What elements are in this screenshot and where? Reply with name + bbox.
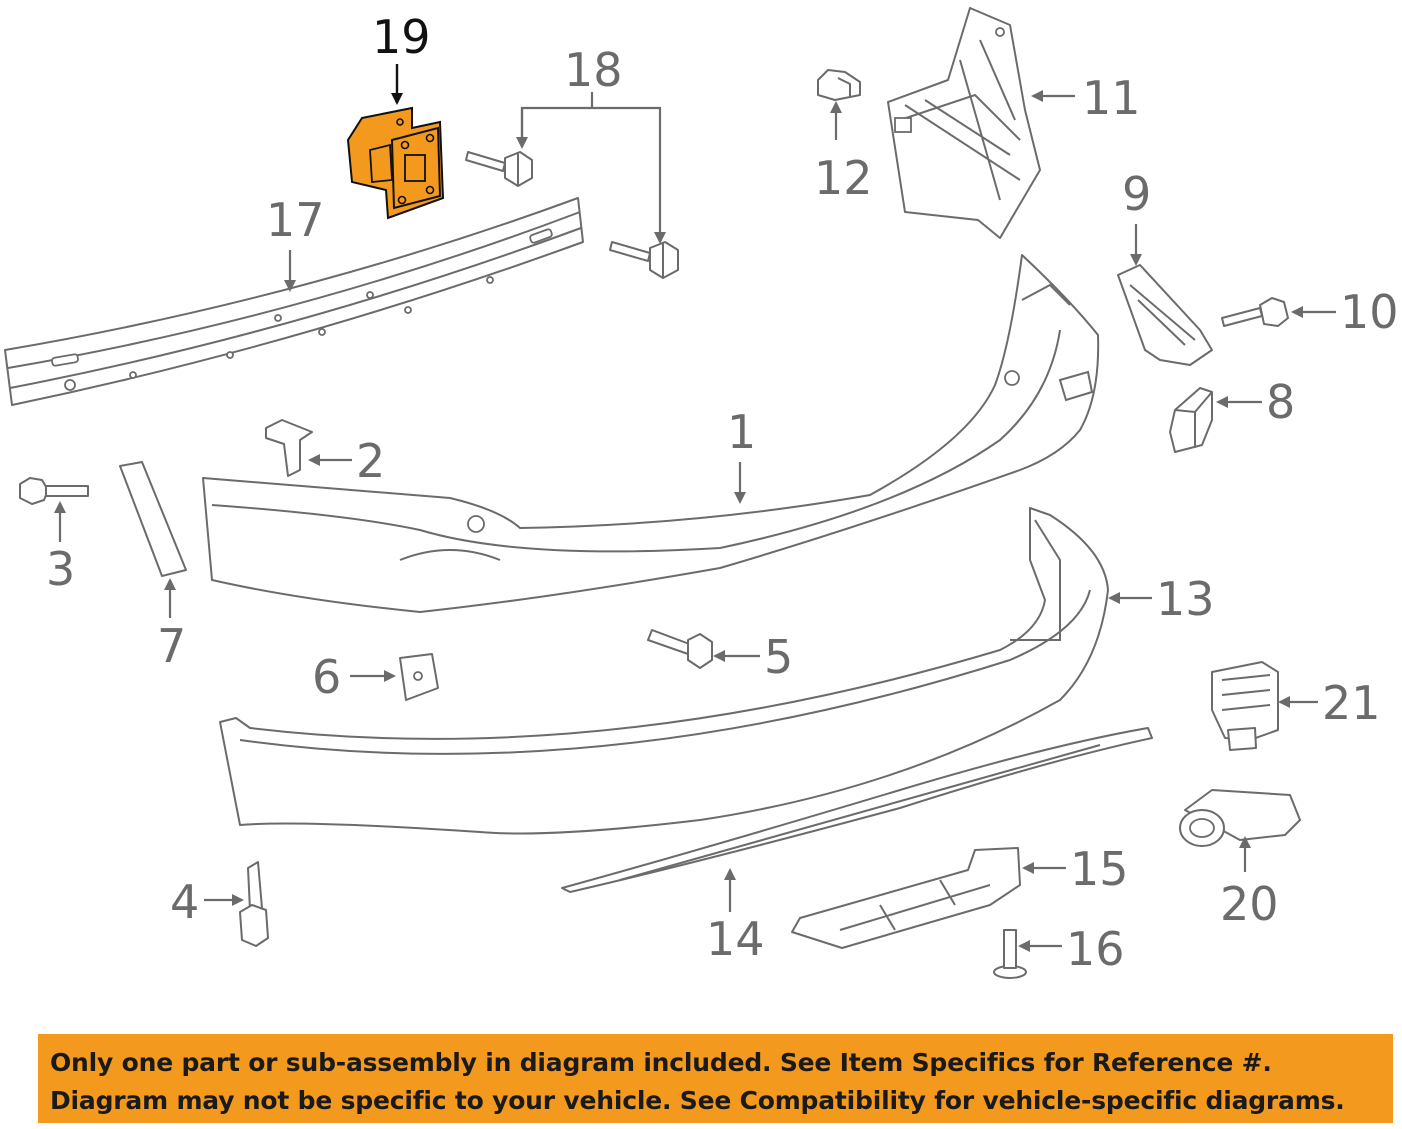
clip-part-2 [265,419,313,477]
bolt-part-4 [239,861,269,947]
retainer-part-8 [1169,387,1213,453]
molding-part-7 [119,461,187,577]
disclaimer-banner: Only one part or sub-assembly in diagram… [38,1034,1393,1123]
callout-17: 17 [266,193,325,247]
clip-part-12 [817,69,861,101]
bracket-part-19-highlighted [346,106,445,220]
callout-12: 12 [814,151,873,205]
callout-16: 16 [1066,922,1125,976]
callout-labels: 19 18 17 11 12 9 10 8 1 2 3 7 13 5 6 21 … [46,10,1399,976]
sensor-holder-part-21 [1211,661,1279,751]
callout-2: 2 [356,434,385,488]
bolt-part-5 [647,629,713,669]
callout-3: 3 [46,542,75,596]
skid-plate-part-15 [791,847,1021,949]
push-pin-part-16 [993,929,1027,979]
lower-strip-part-14 [561,727,1153,893]
callout-6: 6 [312,650,341,704]
screw-part-10 [1221,297,1289,327]
callout-20: 20 [1220,877,1279,931]
callout-7: 7 [157,619,186,673]
reinforcement-beam-part-17 [4,197,584,406]
bolt-part-18-upper [465,151,533,187]
bolt-part-18-lower [609,241,679,279]
disclaimer-line-2: Diagram may not be specific to your vehi… [50,1086,1345,1115]
callout-19: 19 [372,10,431,64]
disclaimer-line-1: Only one part or sub-assembly in diagram… [50,1048,1272,1077]
callout-11: 11 [1082,71,1141,125]
bracket-part-9 [1117,264,1213,366]
callout-18: 18 [564,43,623,97]
side-bracket-part-11 [887,7,1041,239]
lower-bumper-part-13 [219,507,1109,835]
callout-8: 8 [1266,375,1295,429]
screw-part-3 [19,477,89,505]
parts-diagram: 19 18 17 11 12 9 10 8 1 2 3 7 13 5 6 21 … [4,7,1399,979]
callout-21: 21 [1322,676,1381,730]
callout-14: 14 [706,912,765,966]
callout-13: 13 [1156,572,1215,626]
callout-10: 10 [1340,285,1399,339]
callout-4: 4 [170,875,199,929]
callout-9: 9 [1122,167,1151,221]
parking-sensor-part-20 [1179,789,1301,847]
leader-lines [54,64,1336,952]
clip-nut-part-6 [399,653,439,701]
callout-5: 5 [764,630,793,684]
callout-1: 1 [727,405,756,459]
bumper-cover-part-1 [202,254,1100,613]
callout-15: 15 [1070,842,1129,896]
